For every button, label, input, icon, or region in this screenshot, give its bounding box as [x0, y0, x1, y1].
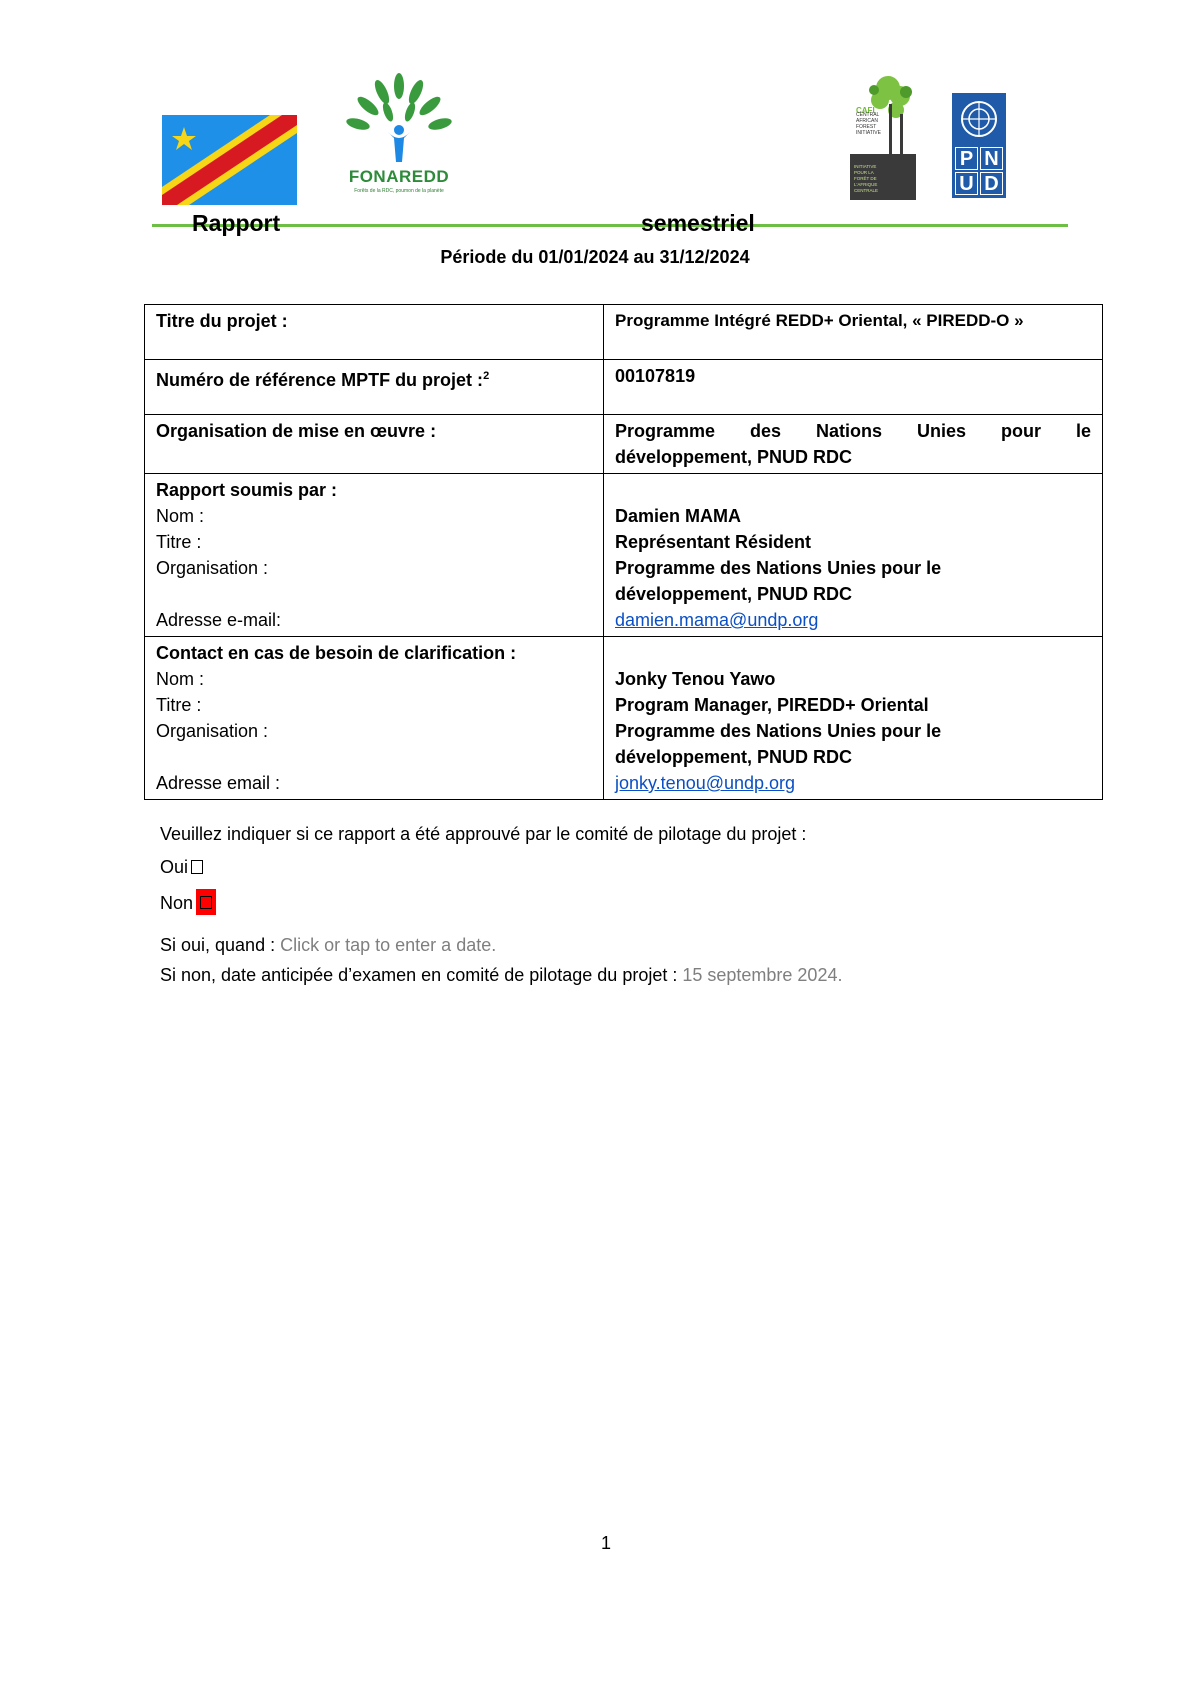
un-emblem-icon: [961, 101, 997, 137]
pnud-letter-n: N: [980, 147, 1003, 170]
si-non-label: Si non, date anticipée d’examen en comit…: [160, 965, 678, 985]
contact-org-line1: Programme des Nations Unies pour le: [615, 721, 942, 741]
pnud-letter-u: U: [955, 172, 978, 195]
approval-oui-row: Oui: [160, 857, 204, 878]
contact-title: Program Manager, PIREDD+ Oriental: [615, 695, 929, 715]
anticipated-date-row: Si non, date anticipée d’examen en comit…: [160, 965, 842, 986]
project-info-table: Titre du projet : Programme Intégré REDD…: [144, 304, 1103, 800]
drc-flag-logo: [162, 115, 297, 205]
org-word: des: [750, 421, 782, 441]
implementing-org-line2: développement, PNUD RDC: [615, 447, 853, 467]
spacer: [615, 640, 1091, 666]
submitter-email-label: Adresse e-mail:: [156, 610, 282, 630]
mptf-ref-label-text: Numéro de référence MPTF du projet :: [156, 370, 484, 390]
contact-email-label: Adresse email :: [156, 773, 281, 793]
non-label: Non: [160, 893, 194, 913]
approval-date-row: Si oui, quand : Click or tap to enter a …: [160, 935, 496, 956]
contact-org-line2: développement, PNUD RDC: [615, 747, 853, 767]
report-period: Période du 01/01/2024 au 31/12/2024: [440, 247, 750, 267]
org-word: pour: [1001, 421, 1041, 441]
approval-non-row: Non: [160, 889, 217, 915]
contact-title-label: Titre :: [156, 695, 202, 715]
submitter-email-link[interactable]: damien.mama@undp.org: [615, 610, 819, 630]
project-title-label: Titre du projet :: [144, 304, 604, 360]
contact-name-label: Nom :: [156, 669, 205, 689]
contact-name: Jonky Tenou Yawo: [615, 669, 776, 689]
fonaredd-name: FONAREDD: [348, 167, 450, 186]
implementing-org-line1: Programme des Nations Unies pour le: [615, 418, 1091, 444]
table-row: Organisation de mise en œuvre : Programm…: [144, 414, 1103, 474]
spacer: [156, 744, 592, 770]
spacer: [156, 581, 592, 607]
org-word: le: [1075, 421, 1091, 441]
pnud-letter-d: D: [980, 172, 1003, 195]
mptf-ref-value: 00107819: [603, 359, 1103, 415]
page-number: 1: [600, 1533, 611, 1553]
contact-labels: Contact en cas de besoin de clarificatio…: [144, 636, 604, 800]
submitter-title: Représentant Résident: [615, 532, 812, 552]
implementing-org-label: Organisation de mise en œuvre :: [144, 414, 604, 474]
cafi-subtitle: CENTRAL AFRICAN FOREST INITIATIVE: [856, 112, 881, 136]
oui-checkbox[interactable]: [191, 860, 204, 874]
submitted-by-labels: Rapport soumis par : Nom : Titre : Organ…: [144, 473, 604, 637]
non-checkbox[interactable]: [196, 889, 217, 915]
pnud-letter-p: P: [955, 147, 978, 170]
table-row: Rapport soumis par : Nom : Titre : Organ…: [144, 473, 1103, 637]
submitter-name-label: Nom :: [156, 506, 205, 526]
submitted-by-header: Rapport soumis par :: [156, 480, 338, 500]
si-oui-label: Si oui, quand :: [160, 935, 276, 955]
table-row: Contact en cas de besoin de clarificatio…: [144, 636, 1103, 800]
title-underline: [152, 224, 1068, 227]
contact-org-label: Organisation :: [156, 721, 269, 741]
cafi-french-subtitle: INITIATIVE POUR LA FORÊT DE L'AFRIQUE CE…: [854, 164, 879, 193]
oui-label: Oui: [160, 857, 189, 877]
cafi-label: CAFI: [856, 106, 875, 115]
org-word: Programme: [615, 421, 716, 441]
spacer: [615, 477, 1091, 503]
submitter-org-line1: Programme des Nations Unies pour le: [615, 558, 942, 578]
non-checkbox-square: [200, 896, 213, 909]
project-title-value: Programme Intégré REDD+ Oriental, « PIRE…: [603, 304, 1103, 360]
table-row: Numéro de référence MPTF du projet :2 00…: [144, 359, 1103, 415]
fonaredd-tagline: Forêts de la RDC, poumon de la planète: [354, 188, 444, 194]
contact-values: Jonky Tenou Yawo Program Manager, PIREDD…: [603, 636, 1103, 800]
submitter-org-label: Organisation :: [156, 558, 269, 578]
footnote-marker: 2: [483, 370, 490, 382]
contact-header: Contact en cas de besoin de clarificatio…: [156, 643, 517, 663]
title-word-rapport: Rapport: [192, 210, 281, 236]
approval-question: Veuillez indiquer si ce rapport a été ap…: [160, 824, 807, 844]
cafi-logo: CAFI CENTRAL AFRICAN FOREST INITIATIVE I…: [850, 74, 916, 200]
org-word: Unies: [917, 421, 967, 441]
approval-date-field[interactable]: Click or tap to enter a date.: [280, 935, 497, 955]
mptf-ref-label: Numéro de référence MPTF du projet :2: [144, 359, 604, 415]
table-row: Titre du projet : Programme Intégré REDD…: [144, 304, 1103, 360]
contact-email-link[interactable]: jonky.tenou@undp.org: [615, 773, 796, 793]
title-word-semestriel: semestriel: [641, 210, 755, 236]
fonaredd-logo: FONAREDD Forêts de la RDC, poumon de la …: [338, 72, 460, 204]
pnud-logo: P N U D: [952, 93, 1006, 198]
submitter-title-label: Titre :: [156, 532, 202, 552]
submitter-name: Damien MAMA: [615, 506, 742, 526]
org-word: Nations: [816, 421, 883, 441]
submitter-org-line2: développement, PNUD RDC: [615, 584, 853, 604]
implementing-org-value: Programme des Nations Unies pour le déve…: [603, 414, 1103, 474]
anticipated-date-field[interactable]: 15 septembre 2024.: [682, 965, 843, 985]
submitted-by-values: Damien MAMA Représentant Résident Progra…: [603, 473, 1103, 637]
